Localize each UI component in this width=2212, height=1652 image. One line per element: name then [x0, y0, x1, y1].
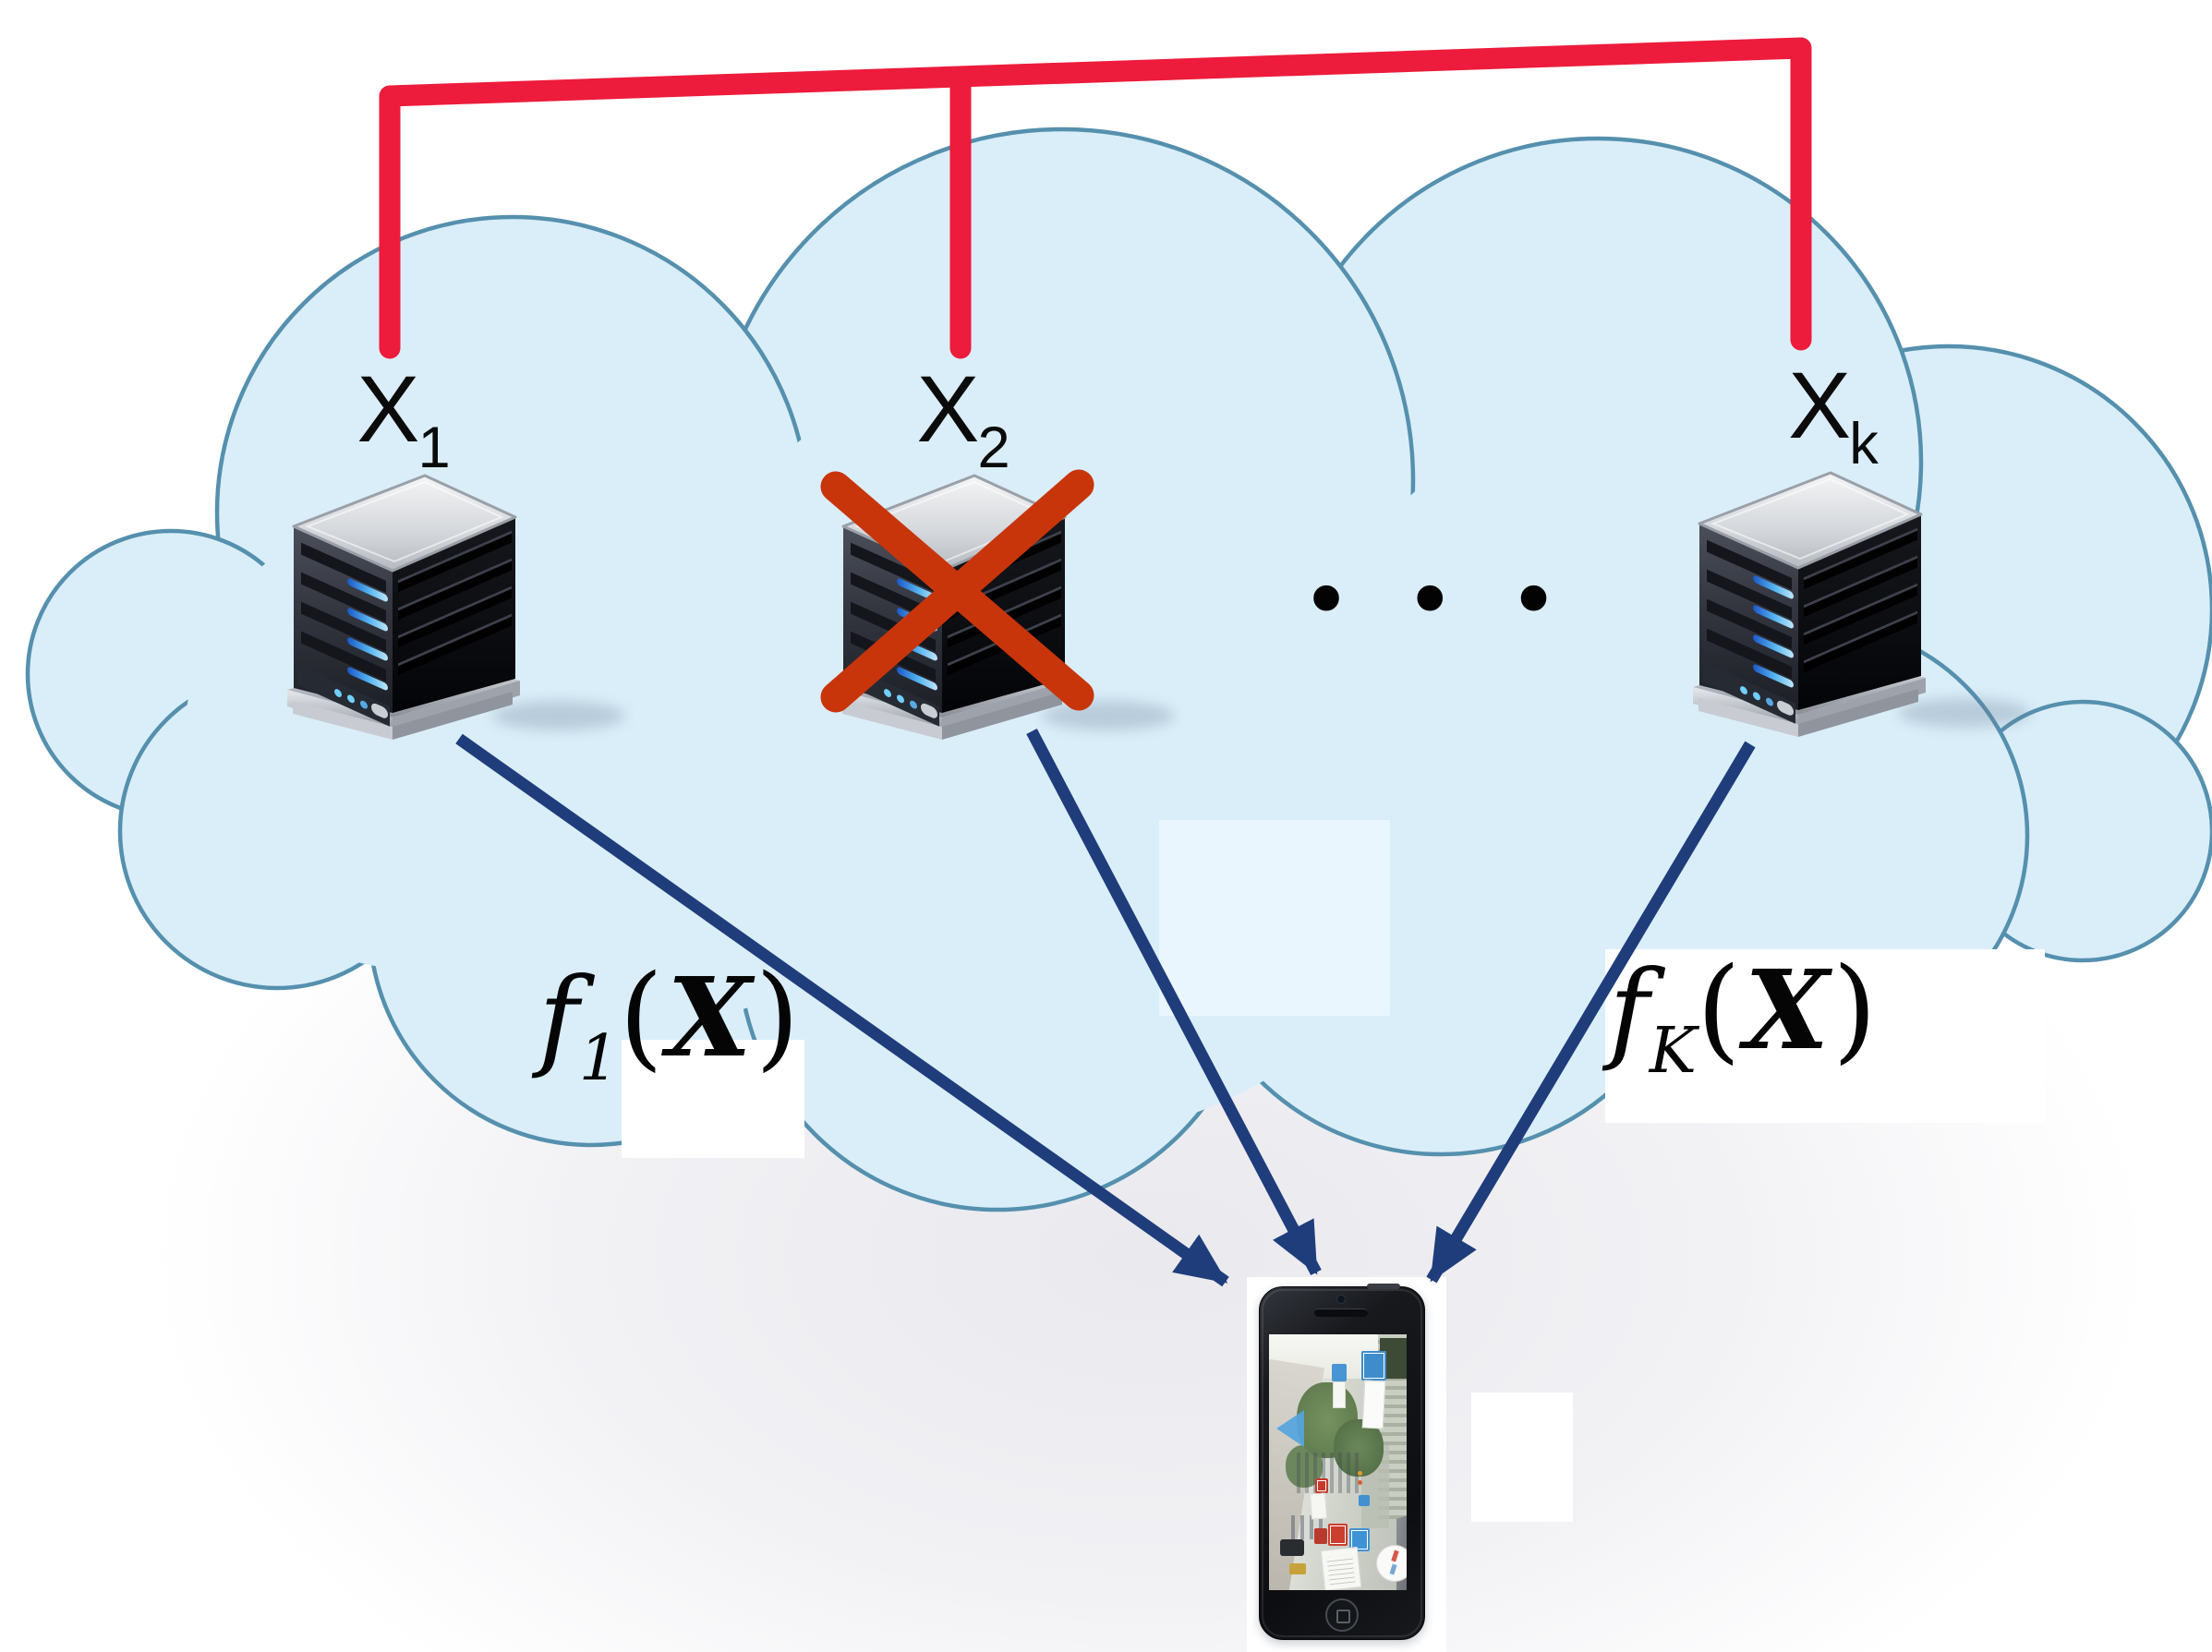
label-base: X: [1788, 353, 1851, 458]
x-argument: X: [1744, 946, 1830, 1074]
smartphone: [1259, 1284, 1425, 1640]
ar-tag-red: [1314, 1528, 1327, 1544]
photo-vehicle: [1289, 1563, 1306, 1574]
open-paren: (: [1696, 943, 1741, 1075]
ar-tag-card: [1333, 1381, 1346, 1408]
server-label-x1: X1: [265, 362, 542, 477]
photo-vehicle: [1280, 1539, 1304, 1556]
ar-tag-blue: [1349, 1528, 1370, 1551]
server-label-x2: X2: [825, 362, 1102, 477]
ar-tag-blue: [1359, 1495, 1370, 1506]
open-paren: (: [619, 950, 664, 1082]
ar-tag-card: [1361, 1380, 1386, 1429]
power-button: [1367, 1284, 1400, 1289]
front-camera-icon: [1336, 1295, 1346, 1304]
home-button-glyph: [1336, 1610, 1350, 1623]
server-x1-icon: [287, 476, 625, 740]
label-subscript: k: [1849, 412, 1879, 476]
ar-tag-red: [1328, 1524, 1348, 1546]
earpiece-icon: [1314, 1308, 1368, 1317]
label-subscript: 2: [977, 416, 1010, 480]
server-xk-icon: [1693, 473, 2031, 737]
phone-screen: [1269, 1334, 1407, 1590]
compass-needle-north: [1391, 1550, 1399, 1562]
bracket-outline: [379, 37, 1812, 359]
x-argument: X: [667, 953, 752, 1081]
failure-cross-icon: [820, 469, 1094, 713]
label-backplate-fk: [1605, 949, 2045, 1123]
close-paren: ): [1832, 943, 1878, 1075]
ar-tag-red: [1315, 1478, 1328, 1493]
photo-tree: [1334, 1419, 1384, 1477]
label-base: X: [916, 356, 979, 462]
f-subscript: 1: [578, 1021, 620, 1095]
result-arrow-1: [455, 733, 1229, 1287]
white-patch: [1471, 1393, 1573, 1522]
home-button: [1325, 1598, 1359, 1632]
ellipsis-dots: • • •: [1300, 550, 1572, 652]
redundancy-bracket: [379, 37, 1812, 359]
ar-tag-card-text: [1326, 1554, 1356, 1586]
label-subscript: 1: [417, 416, 451, 480]
ar-tag-card: [1310, 1492, 1327, 1520]
label-backplate-f1: [622, 1040, 804, 1158]
ar-tag-blue: [1332, 1364, 1347, 1381]
function-label-fk: fK(X): [1609, 952, 1877, 1082]
result-arrow-2: [1026, 728, 1322, 1276]
photo-traffic-light: [1358, 1471, 1362, 1476]
f-subscript: K: [1649, 1014, 1697, 1088]
pale-patch: [1159, 820, 1390, 1016]
label-base: X: [357, 356, 419, 462]
ar-direction-arrow-icon: [1276, 1410, 1304, 1447]
f-symbol: f: [538, 954, 579, 1081]
compass-dial-icon: [1376, 1545, 1407, 1582]
ar-tag-blue: [1361, 1351, 1386, 1381]
photo-pedestrians: [1297, 1453, 1361, 1493]
phone-frame: [1262, 1289, 1422, 1637]
result-arrow-k: [1426, 741, 1756, 1284]
server-label-xk: Xk: [1695, 358, 1972, 474]
compass-needle-south: [1389, 1563, 1397, 1575]
